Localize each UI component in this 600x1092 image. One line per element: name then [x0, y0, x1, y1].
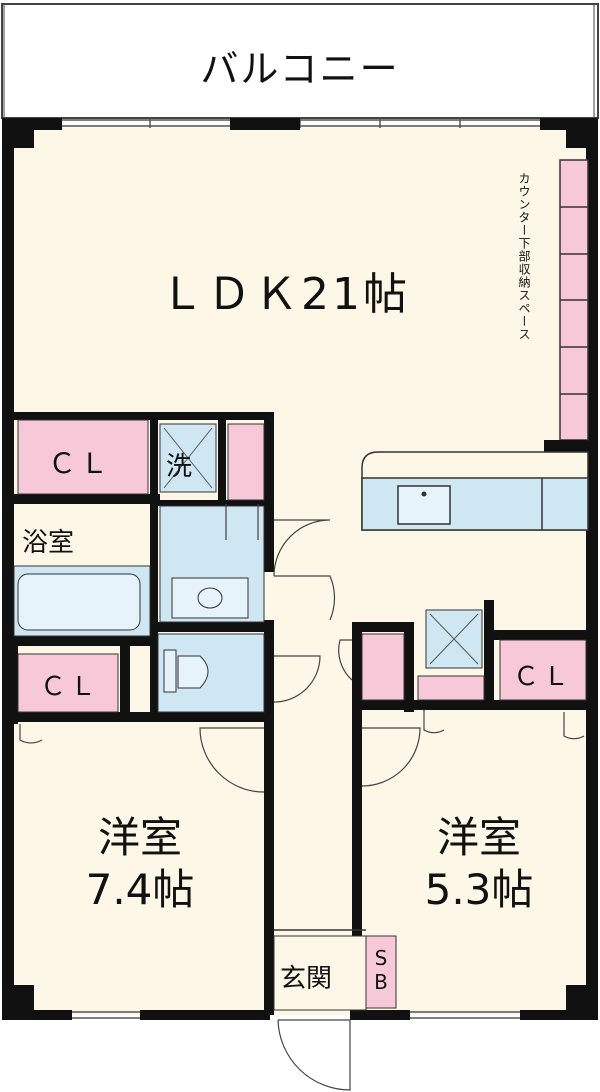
closet-upper-left-label: ＣＬ — [48, 447, 113, 480]
shoe-box-label: S B — [374, 946, 388, 994]
bottom-windows — [72, 1011, 520, 1019]
entrance-label: 玄関 — [280, 964, 333, 994]
kitchen-counter — [361, 451, 589, 531]
balcony-label: バルコニー — [200, 47, 400, 91]
western-room-2-label: 洋室 5.3帖 — [424, 813, 534, 914]
balcony-area — [1, 3, 599, 119]
counter-storage-units — [544, 159, 589, 452]
wet-areas — [13, 423, 483, 713]
bathroom-label: 浴室 — [22, 528, 75, 558]
entrance-floor — [273, 929, 367, 1011]
door-swings — [19, 504, 585, 1091]
western-room-1-label: 洋室 7.4帖 — [85, 813, 195, 914]
exterior-walls — [2, 118, 598, 1020]
washroom-label: 洗 — [166, 452, 193, 482]
closets — [17, 419, 587, 1009]
ldk-label: ＬＤＫ21帖 — [160, 269, 410, 320]
interior-walls — [10, 412, 588, 1017]
closet-right-label: ＣＬ — [513, 662, 574, 692]
closet-lower-left-label: ＣＬ — [40, 672, 101, 702]
counter-storage-label: カウンター下部収納スペース — [517, 172, 531, 341]
